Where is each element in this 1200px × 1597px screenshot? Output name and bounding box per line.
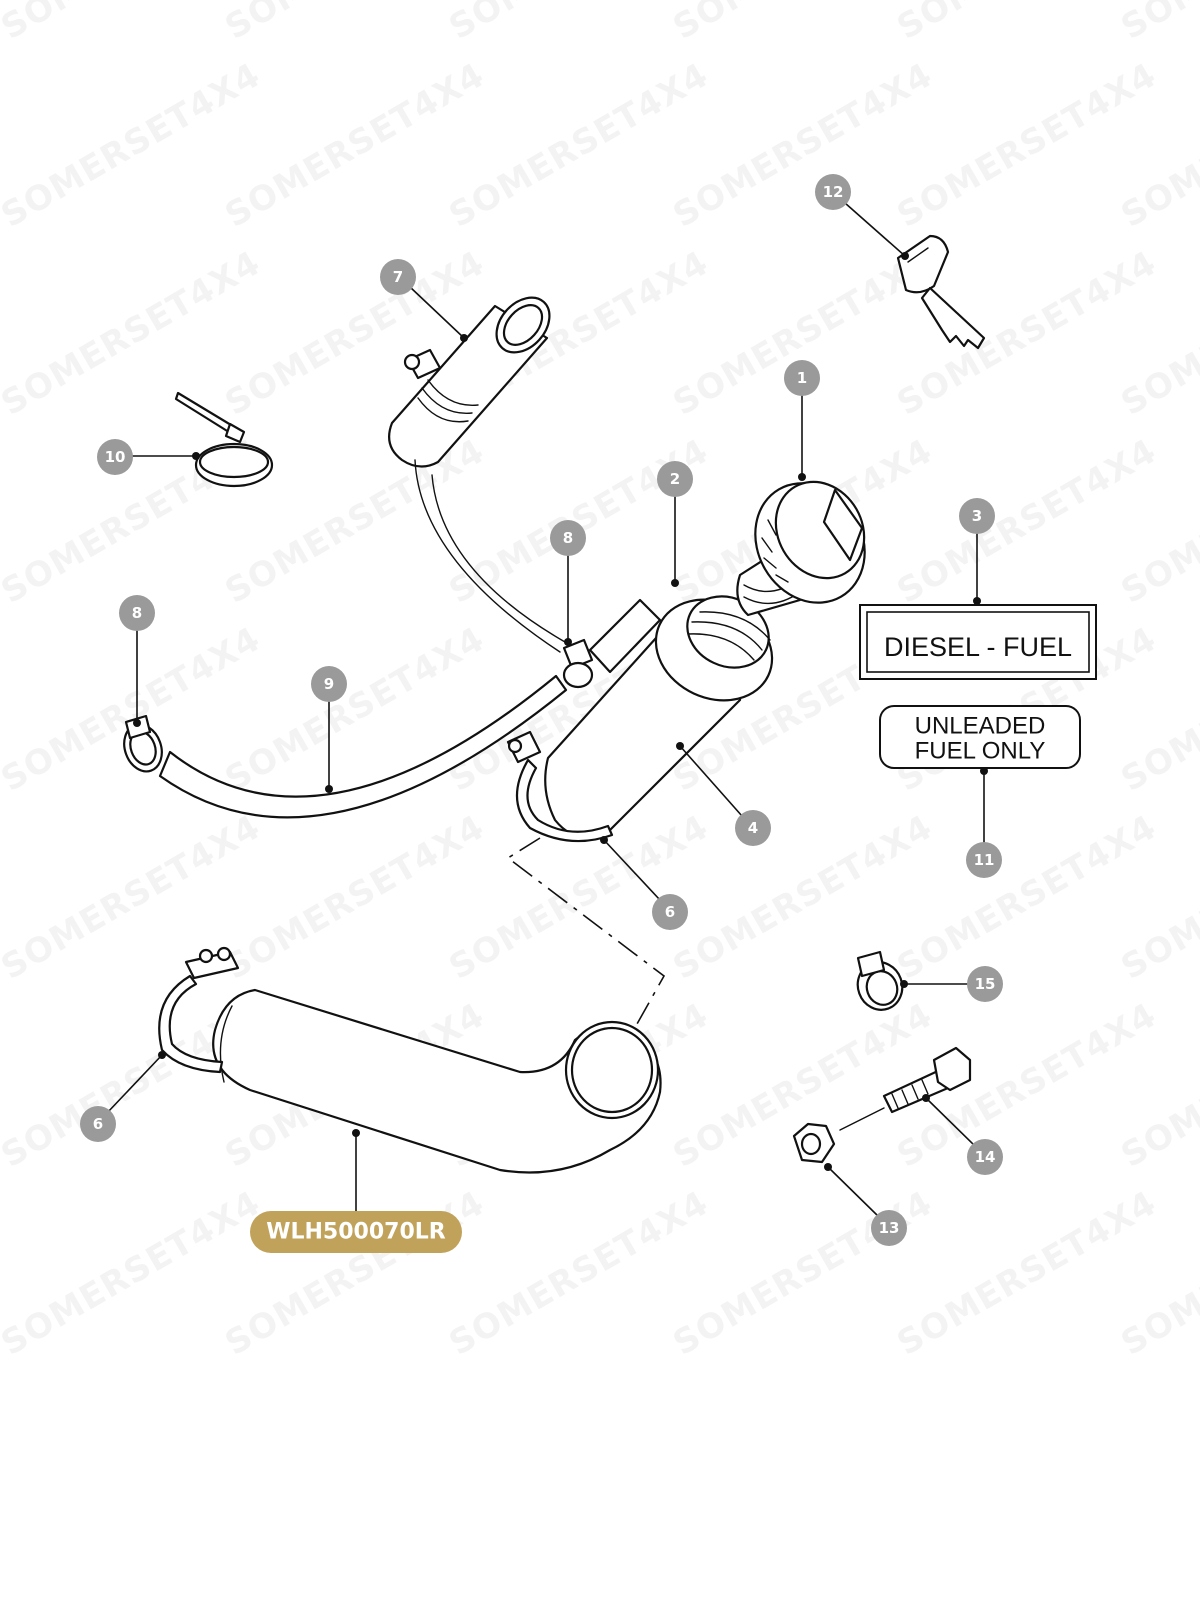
callout-12[interactable]: 12 [815, 174, 851, 210]
callout-8-right[interactable]: 8 [550, 520, 586, 556]
callout-13[interactable]: 13 [871, 1210, 907, 1246]
callout-11[interactable]: 11 [966, 842, 1002, 878]
callout-12-text: 12 [823, 183, 844, 201]
callout-9-text: 9 [324, 675, 334, 693]
callout-2-text: 2 [670, 470, 680, 488]
part-12-key[interactable] [896, 234, 986, 350]
callout-10-text: 10 [105, 448, 126, 466]
callout-6-lower[interactable]: 6 [80, 1106, 116, 1142]
part-7-breather-tube[interactable] [388, 287, 566, 653]
part-6-hose-clip-lower[interactable] [158, 946, 240, 1074]
main-hose-wlh500070lr[interactable] [212, 988, 662, 1174]
unleaded-line2-text: FUEL ONLY [915, 738, 1046, 765]
callout-8-left-text: 8 [132, 604, 142, 622]
callout-7[interactable]: 7 [380, 259, 416, 295]
unleaded-line1-text: UNLEADED [915, 713, 1046, 740]
callout-6-upper[interactable]: 6 [652, 894, 688, 930]
part-13-nut[interactable] [792, 1122, 836, 1164]
callout-14-text: 14 [975, 1148, 996, 1166]
callout-4-text: 4 [748, 819, 758, 837]
callout-14[interactable]: 14 [967, 1139, 1003, 1175]
callout-6-lower-text: 6 [93, 1115, 103, 1133]
part-3-diesel-fuel-label[interactable]: DIESEL - FUEL [859, 604, 1097, 680]
connection-dashed-line [506, 837, 666, 1073]
callout-11-text: 11 [974, 851, 995, 869]
watermark-layer: SOMERSET4X4SOMERSET4X4SOMERSET4X4SOMERSE… [0, 0, 1200, 1364]
part-10-cable-tie[interactable] [174, 391, 274, 488]
part-15-hose-clip[interactable] [851, 950, 909, 1016]
callout-8-left[interactable]: 8 [119, 595, 155, 631]
callout-9[interactable]: 9 [311, 666, 347, 702]
callout-4[interactable]: 4 [735, 810, 771, 846]
part-4-filler-neck[interactable] [544, 581, 788, 839]
part-14-bolt[interactable] [839, 1046, 972, 1131]
callout-3-text: 3 [972, 507, 982, 525]
diesel-fuel-text: DIESEL - FUEL [884, 632, 1072, 662]
watermark-text: SOMERSET4X4 [1115, 0, 1200, 48]
callout-15[interactable]: 15 [967, 966, 1003, 1002]
part-8-hose-clip-right[interactable] [562, 638, 594, 689]
callout-8-right-text: 8 [563, 529, 573, 547]
part-6-hose-clip-upper[interactable] [506, 730, 614, 843]
callout-13-text: 13 [879, 1219, 900, 1237]
leader-lines [106, 202, 988, 1218]
part-11-unleaded-label[interactable]: UNLEADED FUEL ONLY [879, 705, 1081, 769]
callout-1[interactable]: 1 [784, 360, 820, 396]
part-number-badge[interactable]: WLH500070LR [250, 1211, 462, 1253]
part-9-breather-hose[interactable] [158, 674, 568, 819]
callout-1-text: 1 [797, 369, 807, 387]
callout-10[interactable]: 10 [97, 439, 133, 475]
callout-6-upper-text: 6 [665, 903, 675, 921]
part-number-pill [250, 1211, 462, 1253]
part-number-text: WLH500070LR [266, 1220, 446, 1245]
callout-3[interactable]: 3 [959, 498, 995, 534]
callout-7-text: 7 [393, 268, 403, 286]
callout-15-text: 15 [975, 975, 996, 993]
callout-2[interactable]: 2 [657, 461, 693, 497]
part-1-filler-cap[interactable] [734, 463, 886, 622]
